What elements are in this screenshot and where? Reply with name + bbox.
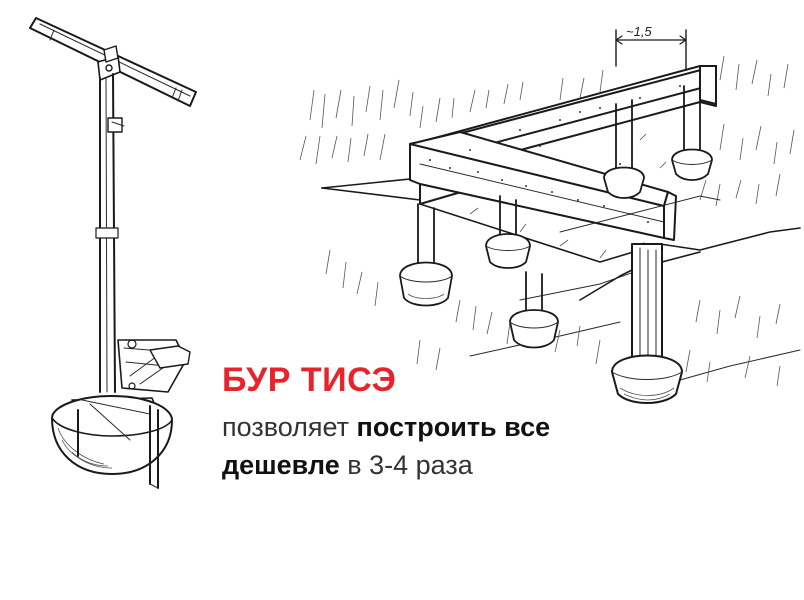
tagline-part-3: дешевле [222, 450, 340, 480]
tagline-part-1: позволяет [222, 412, 357, 442]
dimension-label: ~1,5 [626, 24, 652, 39]
tagline: позволяет построить все дешевле в 3-4 ра… [222, 408, 642, 484]
headline: БУР ТИСЭ [222, 361, 397, 399]
tagline-part-2: построить все [356, 412, 551, 442]
tagline-part-4: в 3-4 раза [339, 450, 473, 480]
tise-drill-drawing [29, 17, 197, 489]
pile-foundation-drawing [299, 29, 801, 404]
